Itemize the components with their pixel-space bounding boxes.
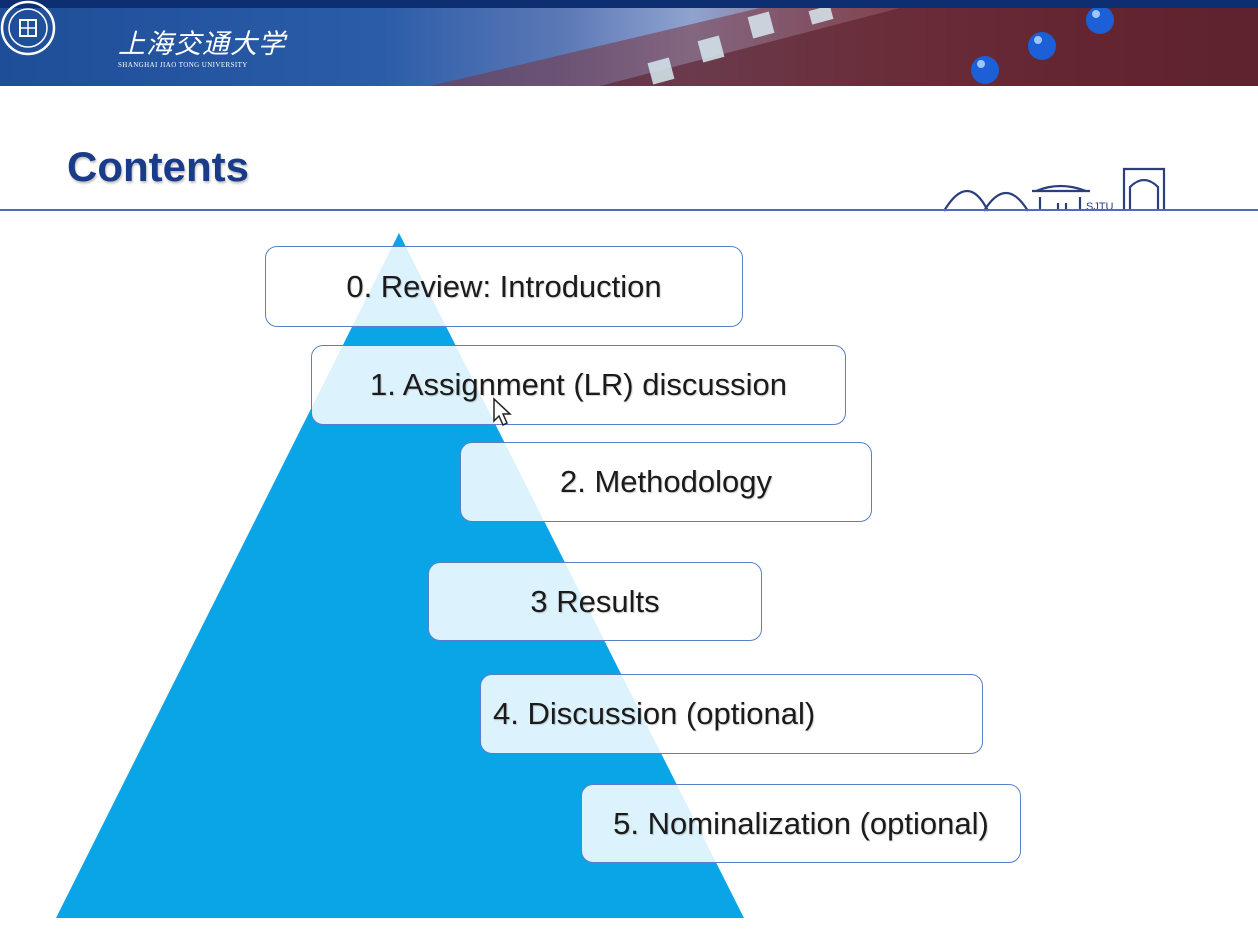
- contents-item-label: 2. Methodology: [560, 464, 772, 499]
- contents-item-4: 4. Discussion (optional): [480, 674, 983, 754]
- contents-item-5: 5. Nominalization (optional): [581, 784, 1021, 863]
- header-banner: 上海交通大学 SHANGHAI JIAO TONG UNIVERSITY: [0, 0, 1258, 86]
- slide-title: Contents: [67, 143, 249, 190]
- contents-item-2: 2. Methodology: [460, 442, 872, 522]
- contents-item-label: 4. Discussion (optional): [493, 696, 816, 731]
- contents-item-label: 0. Review: Introduction: [346, 268, 662, 304]
- contents-item-3: 3 Results: [428, 562, 762, 641]
- mouse-pointer-icon: [493, 397, 512, 427]
- university-name-cn: 上海交通大学: [118, 29, 286, 60]
- banner-architecture-graphic: [430, 5, 1258, 86]
- contents-item-label: 5. Nominalization (optional): [613, 805, 989, 841]
- contents-item-0: 0. Review: Introduction: [265, 246, 743, 327]
- title-rule: [0, 209, 1258, 211]
- university-name-en: SHANGHAI JIAO TONG UNIVERSITY: [118, 61, 248, 69]
- contents-item-label: 3 Results: [530, 583, 660, 619]
- university-seal-icon: [0, 0, 56, 56]
- contents-item-1: 1. Assignment (LR) discussion: [311, 345, 846, 425]
- contents-item-label: 1. Assignment (LR) discussion: [370, 367, 787, 402]
